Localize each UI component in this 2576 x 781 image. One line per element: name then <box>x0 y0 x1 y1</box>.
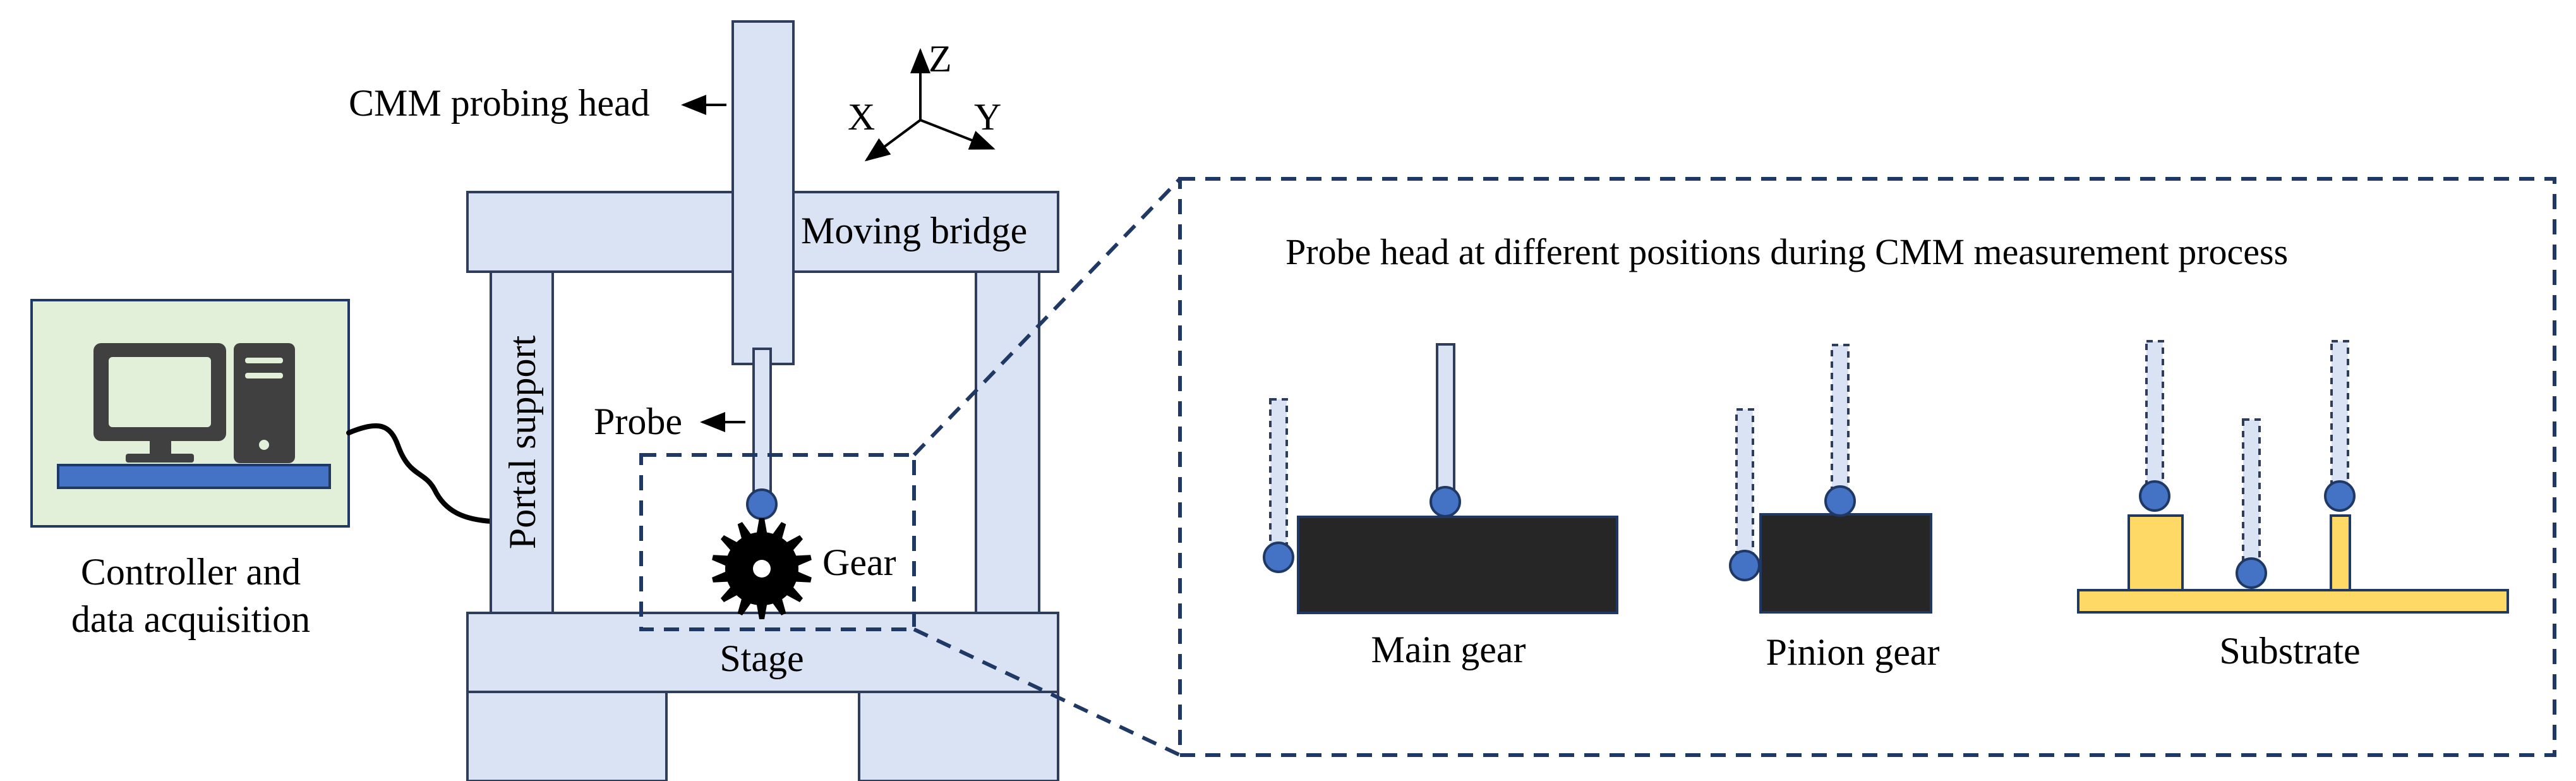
detail-title: Probe head at different positions during… <box>1285 231 2288 272</box>
portal-support-right <box>975 270 1040 614</box>
substrate-wide-block <box>2128 514 2184 591</box>
probe-stylus <box>752 348 772 494</box>
pinion-gear-label: Pinion gear <box>1766 631 1940 673</box>
main-gear-label: Main gear <box>1371 629 1526 670</box>
zoom-region <box>639 453 916 631</box>
controller-label: Controller and <box>81 551 301 593</box>
axis-y-label: Y <box>974 96 1001 138</box>
zoom-connector-top <box>912 177 1182 457</box>
main-gear-scene <box>1263 343 1618 614</box>
main-gear-block <box>1297 516 1618 614</box>
controller-computer <box>30 299 350 528</box>
axis-indicator <box>864 48 996 162</box>
probe-tip <box>746 488 778 520</box>
substrate-label: Substrate <box>2219 630 2360 672</box>
substrate-base <box>2077 589 2509 614</box>
moving-bridge-label: Moving bridge <box>801 210 1027 251</box>
probe-label: Probe <box>594 401 682 442</box>
substrate-scene <box>2077 340 2509 614</box>
stage-label: Stage <box>719 638 803 679</box>
portal-support-left <box>490 270 554 614</box>
probing-head-label: CMM probing head <box>349 82 650 124</box>
gear-label: Gear <box>822 542 896 583</box>
gear-icon <box>712 518 812 619</box>
stage-leg-right <box>858 691 1059 781</box>
substrate-narrow-block <box>2330 514 2351 591</box>
controller-label-2: data acquisition <box>71 598 310 640</box>
stage-leg-left <box>466 691 668 781</box>
axis-x-label: X <box>848 96 875 138</box>
desk <box>57 464 331 489</box>
cable <box>346 423 493 524</box>
axis-z-label: Z <box>929 38 952 80</box>
probing-head <box>731 20 795 365</box>
pinion-gear-block <box>1759 513 1932 614</box>
portal-support-label: Portal support <box>502 336 543 550</box>
detail-panel <box>1178 177 2556 757</box>
pinion-gear-scene <box>1729 344 1932 614</box>
gear-tooth <box>756 602 767 619</box>
gear-tooth <box>756 518 767 536</box>
